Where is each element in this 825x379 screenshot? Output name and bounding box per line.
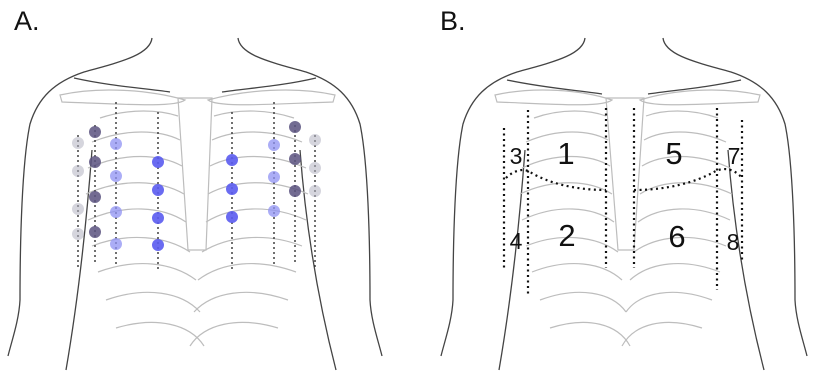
- probe-dot: [152, 239, 164, 251]
- probe-dot: [152, 184, 164, 196]
- right-horizontal-divider: [634, 169, 742, 190]
- zone-5-label: 5: [665, 136, 682, 171]
- probe-dot: [89, 156, 101, 168]
- zone-4-label: 4: [510, 228, 523, 254]
- zone-8-label: 8: [727, 229, 740, 255]
- probe-dot: [89, 126, 101, 138]
- sternum: [606, 98, 644, 250]
- rib: [540, 292, 626, 312]
- rib: [88, 157, 182, 169]
- probe-dot: [289, 121, 301, 133]
- right-clavicle-line: [648, 80, 741, 94]
- rib: [202, 237, 302, 252]
- probe-dot: [110, 238, 122, 250]
- probe-dot: [89, 191, 101, 203]
- probe-dot: [152, 156, 164, 168]
- zone-3-label: 3: [510, 143, 523, 169]
- probe-dot: [309, 162, 321, 174]
- probe-dot: [226, 154, 238, 166]
- left-horizontal-divider: [506, 170, 606, 190]
- probe-dot: [268, 205, 280, 217]
- probe-dot: [72, 137, 84, 149]
- rib: [550, 322, 630, 346]
- zone-7-label: 7: [728, 143, 741, 169]
- rib: [644, 132, 726, 142]
- panel-b-diagram: 1 2 3 4 5 6 7 8: [441, 38, 807, 370]
- probe-dot: [72, 203, 84, 215]
- panel-a-diagram: [8, 38, 382, 370]
- panel-a-label: A.: [14, 6, 40, 37]
- probe-dot: [110, 170, 122, 182]
- rib: [198, 264, 296, 280]
- probe-dot: [110, 138, 122, 150]
- torso-outline-b: [441, 38, 807, 370]
- sternum: [178, 98, 212, 250]
- rib: [622, 322, 702, 346]
- panel-b-label: B.: [440, 6, 466, 37]
- right-arm-line: [300, 150, 336, 370]
- right-torso-edge: [238, 38, 382, 356]
- rib: [626, 292, 712, 312]
- right-arm-line: [728, 150, 764, 370]
- left-clavicle-line: [507, 80, 602, 94]
- rib: [520, 183, 612, 194]
- left-clavicle: [60, 90, 185, 105]
- rib: [98, 264, 196, 280]
- torso-outline-a: [8, 38, 382, 370]
- probe-dot: [89, 226, 101, 238]
- left-torso-edge: [8, 38, 152, 356]
- probe-dot: [268, 139, 280, 151]
- rib: [106, 292, 200, 312]
- ribcage-b: [495, 90, 760, 346]
- rib: [86, 183, 184, 194]
- right-clavicle: [208, 90, 335, 105]
- rib: [100, 111, 178, 118]
- rib: [640, 183, 732, 194]
- rib: [534, 111, 606, 118]
- rib: [212, 132, 302, 142]
- rib: [214, 111, 294, 118]
- zone-1-label: 1: [557, 136, 574, 171]
- rib: [194, 292, 288, 312]
- probe-dot: [289, 153, 301, 165]
- probe-dot: [226, 211, 238, 223]
- rib: [532, 264, 622, 280]
- probe-dot: [268, 171, 280, 183]
- probe-dot: [110, 206, 122, 218]
- rib: [190, 322, 278, 346]
- probe-dot: [309, 185, 321, 197]
- probe-dot: [289, 185, 301, 197]
- rib: [630, 264, 720, 280]
- rib: [646, 111, 718, 118]
- probe-dot: [72, 228, 84, 240]
- probe-dot: [226, 183, 238, 195]
- left-torso-edge: [441, 38, 585, 356]
- rib: [88, 209, 186, 222]
- zone-6-label: 6: [668, 219, 685, 254]
- zone-2-label: 2: [558, 218, 575, 253]
- rib: [206, 209, 306, 222]
- probe-dot: [72, 165, 84, 177]
- zone-labels: 1 2 3 4 5 6 7 8: [510, 136, 741, 255]
- right-torso-edge: [663, 38, 807, 356]
- probe-dot: [152, 212, 164, 224]
- left-clavicle: [495, 90, 612, 105]
- rib: [92, 132, 180, 142]
- rib: [92, 237, 190, 252]
- rib: [116, 322, 204, 346]
- probe-dot: [309, 134, 321, 146]
- left-arm-line: [66, 150, 92, 370]
